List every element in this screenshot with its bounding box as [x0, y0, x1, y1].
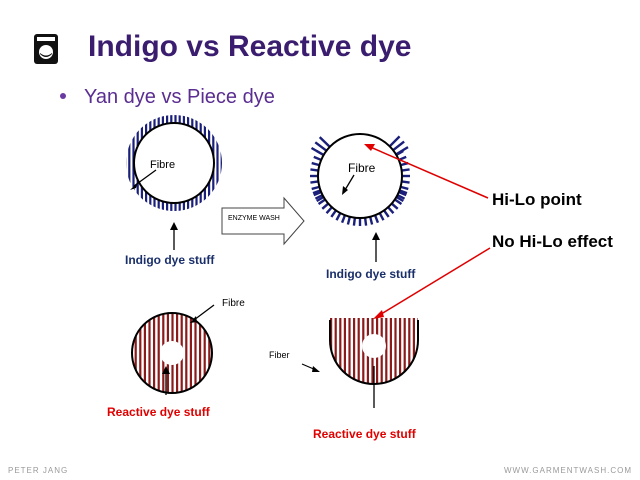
- indigo-label-left: Indigo dye stuff: [125, 253, 215, 267]
- enzyme-wash-arrow: [221, 196, 305, 246]
- subtitle: Yan dye vs Piece dye: [84, 86, 275, 108]
- fibre-label-top-left: Fibre: [150, 159, 176, 171]
- footer-website: WWW.GARMENTWASH.COM: [503, 466, 632, 475]
- fibre-label-bottom-left: Fibre: [222, 298, 245, 309]
- footer-author: PETER JANG: [8, 466, 69, 475]
- hi-lo-callout-arrow: [367, 145, 489, 199]
- no-hi-lo-label: No Hi-Lo effect: [492, 232, 613, 251]
- bullet-dot: [60, 93, 66, 99]
- reactive-disc-before: [131, 312, 213, 394]
- indigo-label-right: Indigo dye stuff: [326, 267, 416, 281]
- reactive-label-right: Reactive dye stuff: [313, 427, 416, 441]
- no-hi-lo-callout-arrow: [377, 247, 491, 317]
- hi-lo-label: Hi-Lo point: [492, 190, 582, 209]
- reactive-disc-after: [329, 318, 419, 385]
- enzyme-wash-label: ENZYME WASH: [228, 215, 280, 222]
- fibre-label-top-right: Fibre: [348, 161, 376, 175]
- indigo-ring-after: [310, 133, 410, 226]
- fibre-pointer: [133, 169, 157, 187]
- washing-machine-icon: [34, 34, 58, 64]
- page-title: Indigo vs Reactive dye: [88, 30, 412, 63]
- fiber-label-bottom-right: Fiber: [269, 350, 290, 360]
- reactive-label-left: Reactive dye stuff: [107, 405, 210, 419]
